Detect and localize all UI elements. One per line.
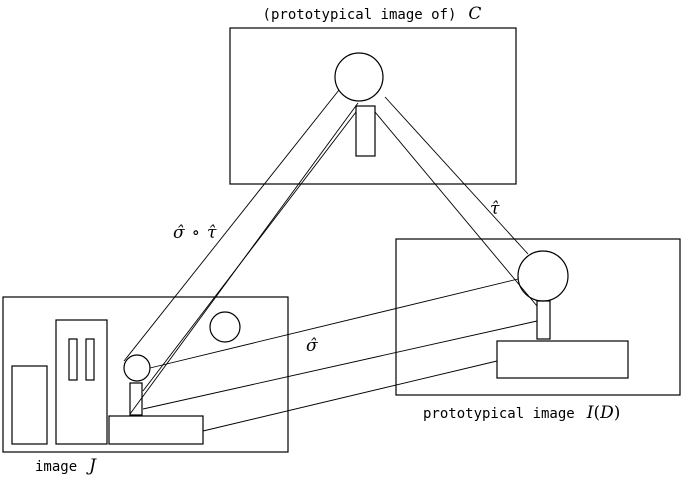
tau-mapping-label: τ̂ — [490, 199, 500, 219]
image-j — [2, 296, 289, 453]
tau-line-outer — [384, 96, 529, 255]
prototype-d-body — [536, 300, 551, 340]
prototype-d-head — [517, 250, 569, 302]
sigma-line-base — [202, 360, 498, 432]
composite-line-head — [123, 89, 340, 362]
building-tall — [55, 319, 108, 445]
prototype-c-frame — [229, 27, 517, 185]
sigma-line-head — [149, 278, 519, 369]
prototype-c-image — [229, 27, 517, 185]
image-j-frame — [2, 296, 289, 453]
sigma-mapping-label: σ̂ — [306, 336, 318, 356]
window-left — [68, 338, 78, 381]
prototype-c-caption: (prototypical image of) C — [263, 4, 482, 24]
prototype-d-frame — [395, 238, 681, 396]
prototype-d-caption: prototypical image I(D) — [423, 403, 620, 423]
sigma-mapping-lines — [142, 278, 538, 432]
tau-line-inner — [374, 111, 538, 307]
prototype-d-image — [395, 238, 681, 396]
sigma-line-body — [142, 320, 538, 410]
figure-body — [129, 382, 143, 416]
tau-mapping-lines — [374, 96, 538, 307]
building-small — [11, 365, 48, 445]
figure-base — [108, 415, 204, 445]
prototype-d-base — [496, 340, 629, 379]
window-right — [85, 338, 95, 381]
composite-line-center — [129, 102, 359, 415]
moon-circle — [209, 311, 241, 343]
composite-mapping-lines — [123, 89, 359, 415]
prototype-c-body — [355, 105, 376, 157]
image-j-caption: image J — [35, 456, 97, 476]
prototype-c-head — [334, 52, 384, 102]
composite-mapping-label: σ̂ ∘ τ̂ — [173, 223, 217, 243]
figure-head — [123, 354, 151, 382]
